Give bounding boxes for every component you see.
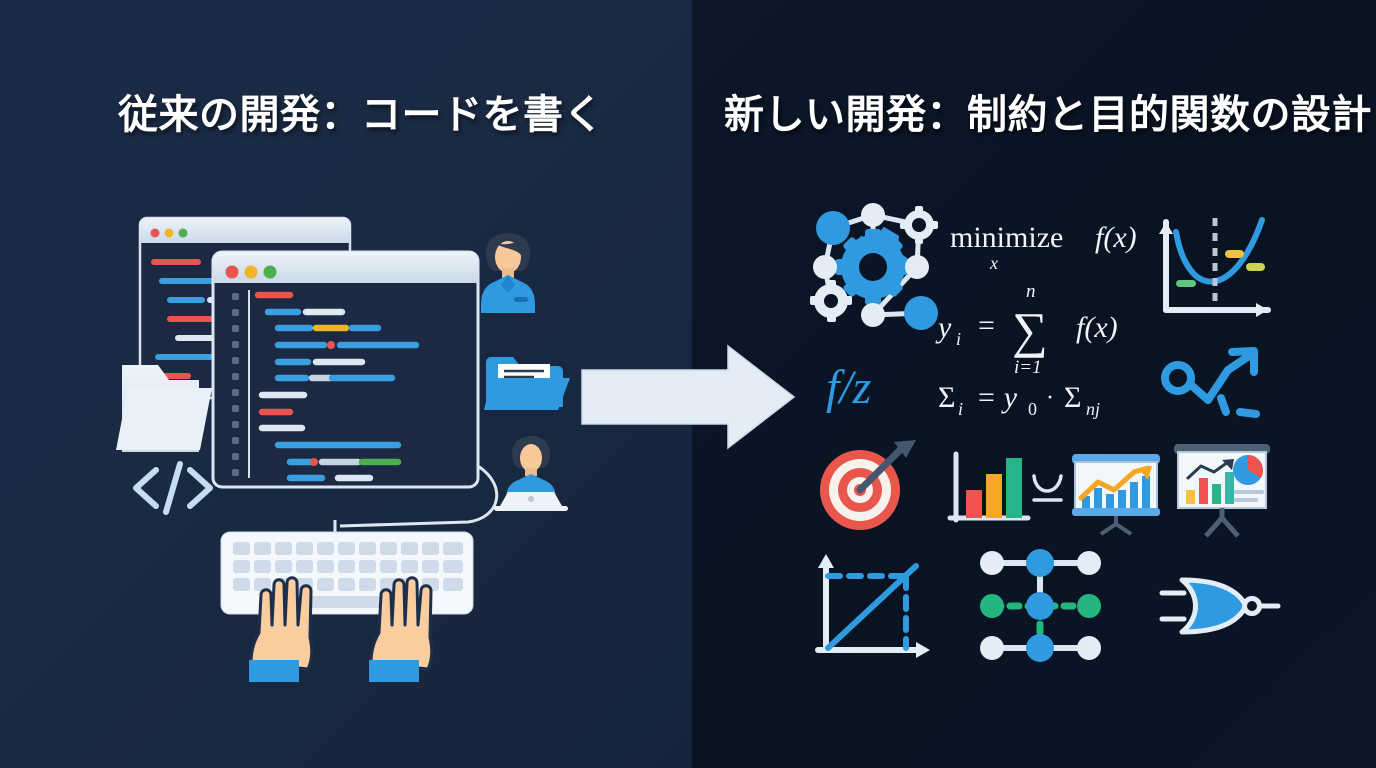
pie-chart [1233,455,1264,485]
network-gear-icon [810,203,938,330]
node-blue-2 [904,296,938,330]
node-white-4 [905,255,929,279]
formula-sum-upper: n [1026,281,1036,302]
formula-constraint-sigma2: Σ [1064,381,1081,414]
presentation-analytics-icon [1174,444,1270,538]
formula-sum-lhs-sub: i [956,329,961,349]
constraint-node-graph-icon [980,549,1101,662]
formula-sum-symbol: ∑ [1012,302,1048,358]
node-blue-1 [816,211,850,245]
nor-logic-gate-icon [1159,577,1281,635]
formula-constraint-sub2: 0 [1028,399,1037,419]
formula-sum-eq: = [978,309,995,342]
formula-minimize: minimize [950,221,1063,254]
optimization-formulas: minimize x f(x) y i = n ∑ i=1 f(x) Σ i =… [935,221,1137,419]
right-panel-title: 新しい開発：制約と目的関数の設計 [724,93,1372,137]
small-gear-top-right [900,206,938,244]
transition-arrow-icon [581,344,796,450]
linear-constraint-graph-icon [815,554,930,658]
fraction-symbol-text: f/z [826,361,872,414]
code-tag-icon [133,461,213,515]
target-with-arrow-icon [820,440,916,530]
node-white-2 [861,303,885,327]
cable [339,464,499,528]
formula-constraint-sub1: i [958,399,963,419]
formula-constraint-eq: = y [976,381,1018,414]
formula-objective-fn: f(x) [1095,221,1137,254]
formula-sum-lower: i=1 [1014,357,1042,378]
left-hand [249,576,314,682]
formula-sum-lhs: y [935,311,952,344]
keyboard-with-hands-illustration [220,520,474,682]
formula-constraint-dot: · [1046,385,1054,411]
blue-folder-icon [484,357,570,410]
center-gear [835,226,911,305]
formula-constraint-sub3: nj [1086,399,1100,419]
fraction-symbol: f/z [826,361,872,414]
convex-curve-glyph-icon [1032,474,1063,502]
parabola-optimization-chart-icon [1159,217,1271,317]
bar-chart-icon [947,451,1031,523]
small-gear-bottom-left [810,280,852,322]
left-panel-title: 従来の開発：コードを書く [118,93,604,137]
presentation-growth-chart-icon [1072,454,1160,536]
formula-minimize-var: x [989,253,998,273]
developer-avatar-icon [481,233,535,313]
developer-at-laptop-icon [494,436,568,511]
node-white-3 [813,255,837,279]
folder-icon [116,365,212,452]
traditional-development-illustration [116,216,499,528]
formula-sum-rhs: f(x) [1076,311,1118,344]
code-window-front [211,250,480,489]
node-white-1 [861,203,885,227]
upward-trend-arrow-icon [1161,347,1260,418]
right-hand [369,576,434,682]
formula-constraint-sigma: Σ [938,381,955,414]
